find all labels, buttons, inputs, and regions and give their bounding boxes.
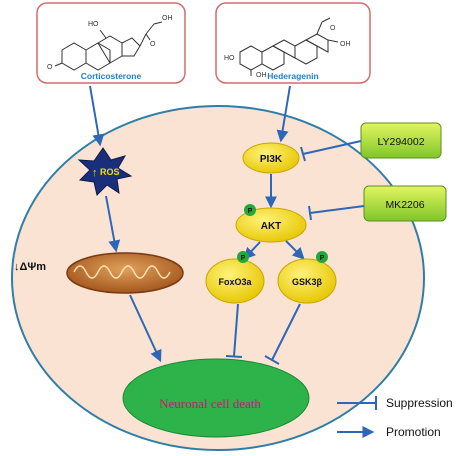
corticosterone-name: Corticosterone bbox=[81, 71, 142, 81]
corticosterone-box: HO OH O O Corticosterone bbox=[36, 2, 186, 84]
gsk3b-node: GSK3β P bbox=[277, 251, 337, 304]
ros-label: ROS bbox=[100, 167, 120, 177]
membrane-potential-label: ↓ΔΨm bbox=[14, 261, 46, 273]
akt-phospho-icon bbox=[244, 204, 256, 216]
arrow-corticosterone-ros bbox=[89, 85, 105, 147]
ly294002-inhibitor: LY294002 bbox=[360, 122, 442, 159]
neuronal-cell-death-label: Neuronal cell death bbox=[159, 396, 261, 411]
gsk3b-phospho-label: P bbox=[320, 255, 325, 262]
gsk3b-phospho-icon bbox=[316, 251, 328, 263]
inhibit-mk-akt bbox=[309, 205, 365, 214]
foxo3a-node: FoxO3a P bbox=[205, 251, 265, 304]
legend-promotion-label: Promotion bbox=[386, 425, 441, 439]
hederagenin-structure-icon bbox=[239, 17, 339, 76]
akt-phospho-label: P bbox=[248, 208, 253, 215]
hederagenin-box: HO OH O OH Hederagenin bbox=[215, 2, 371, 84]
ly294002-label: LY294002 bbox=[377, 136, 424, 148]
arrow-ros-mito bbox=[105, 195, 121, 253]
foxo3a-phospho-icon bbox=[237, 251, 249, 263]
neuronal-cell-death-node: Neuronal cell death bbox=[122, 358, 310, 438]
hederagenin-o-label: O bbox=[330, 25, 336, 32]
ros-star-icon bbox=[77, 147, 133, 196]
hederagenin-ch2oh-label: OH bbox=[256, 72, 267, 79]
foxo3a-label: FoxO3a bbox=[218, 277, 252, 287]
pi3k-label: PI3K bbox=[260, 154, 283, 165]
akt-label: AKT bbox=[261, 221, 282, 232]
corticosterone-o-label: O bbox=[47, 64, 53, 71]
ros-up-arrow: ↑ bbox=[92, 167, 98, 179]
foxo3a-phospho-label: P bbox=[241, 255, 246, 262]
pi3k-node: PI3K bbox=[242, 142, 300, 174]
mk2206-inhibitor: MK2206 bbox=[363, 185, 447, 222]
akt-node: AKT P bbox=[235, 204, 307, 243]
mitochondrion-icon bbox=[66, 252, 184, 294]
gsk3b-label: GSK3β bbox=[292, 277, 323, 287]
legend: Suppression Promotion bbox=[337, 396, 453, 439]
corticosterone-ho-label: HO bbox=[88, 21, 99, 28]
hederagenin-ho-label: HO bbox=[224, 55, 235, 62]
arrow-mito-death bbox=[129, 294, 162, 363]
arrow-hederagenin-pi3k bbox=[276, 85, 291, 143]
corticosterone-structure-icon bbox=[54, 21, 163, 71]
ros-node: ↑ ROS bbox=[77, 147, 133, 196]
arrow-akt-gsk3b bbox=[285, 240, 305, 260]
legend-suppression-label: Suppression bbox=[386, 396, 453, 410]
mitochondrion: ↓ΔΨm bbox=[14, 252, 184, 294]
mk2206-label: MK2206 bbox=[385, 199, 424, 211]
hederagenin-oh-label: OH bbox=[340, 41, 351, 48]
corticosterone-oh-label: OH bbox=[162, 15, 173, 22]
inhibit-gsk3b-death bbox=[271, 303, 301, 361]
inhibit-ly-pi3k bbox=[302, 140, 362, 155]
hederagenin-name: Hederagenin bbox=[267, 71, 319, 81]
corticosterone-ketone-label: O bbox=[150, 41, 156, 48]
inhibit-foxo3a-death bbox=[233, 303, 239, 357]
